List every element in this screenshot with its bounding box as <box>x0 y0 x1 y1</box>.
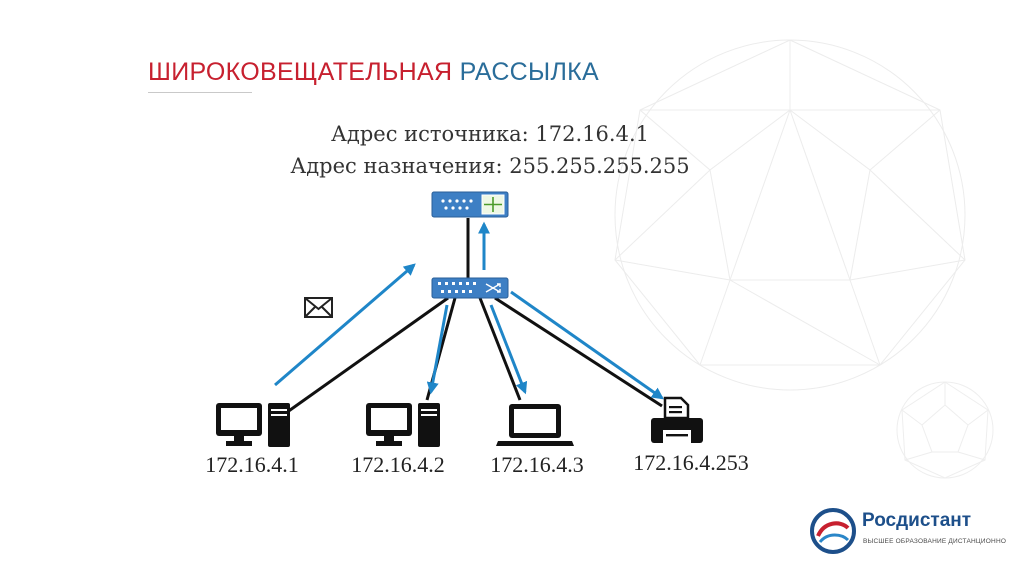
title-part-red: ШИРОКОВЕЩАТЕЛЬНАЯ <box>148 58 453 86</box>
switch-icon <box>431 277 509 299</box>
link-switch-printer <box>494 296 663 408</box>
logo-name: Росдистант <box>862 510 972 531</box>
title-underline <box>148 92 252 93</box>
title-part-blue: РАССЫЛКА <box>459 58 600 86</box>
envelope-icon <box>304 297 333 318</box>
destination-address-label: Адрес назначения: 255.255.255.255 <box>290 154 690 178</box>
slide-title: ШИРОКОВЕЩАТЕЛЬНАЯ РАССЫЛКА <box>148 58 599 87</box>
rosdistant-emblem-icon <box>810 508 856 554</box>
arrow-switch-to-printer <box>510 290 664 400</box>
laptop-icon-host3 <box>496 404 574 446</box>
broadcast-arrows <box>274 221 664 400</box>
printer-ip-label: 172.16.4.253 <box>633 450 749 475</box>
printer-icon-host4 <box>651 396 703 443</box>
host3-ip-label: 172.16.4.3 <box>490 452 584 477</box>
link-switch-host1 <box>275 296 449 422</box>
source-address-label: Адрес источника: 172.16.4.1 <box>331 122 649 146</box>
link-switch-host3 <box>478 297 522 401</box>
host1-ip-label: 172.16.4.1 <box>205 452 299 477</box>
desktop-computer-icon-host2 <box>366 403 440 447</box>
arrow-switch-to-host2 <box>426 304 449 395</box>
arrow-switch-to-host3 <box>489 304 528 395</box>
network-links <box>275 218 663 422</box>
desktop-computer-icon-host1 <box>216 403 290 447</box>
rosdistant-logo: Росдистант ВЫСШЕЕ ОБРАЗОВАНИЕ ДИСТАНЦИОН… <box>806 504 1006 560</box>
router-icon <box>431 191 509 218</box>
logo-tagline: ВЫСШЕЕ ОБРАЗОВАНИЕ ДИСТАНЦИОННО <box>863 538 1007 545</box>
host2-ip-label: 172.16.4.2 <box>351 452 445 477</box>
arrow-host1-to-switch <box>274 263 416 387</box>
